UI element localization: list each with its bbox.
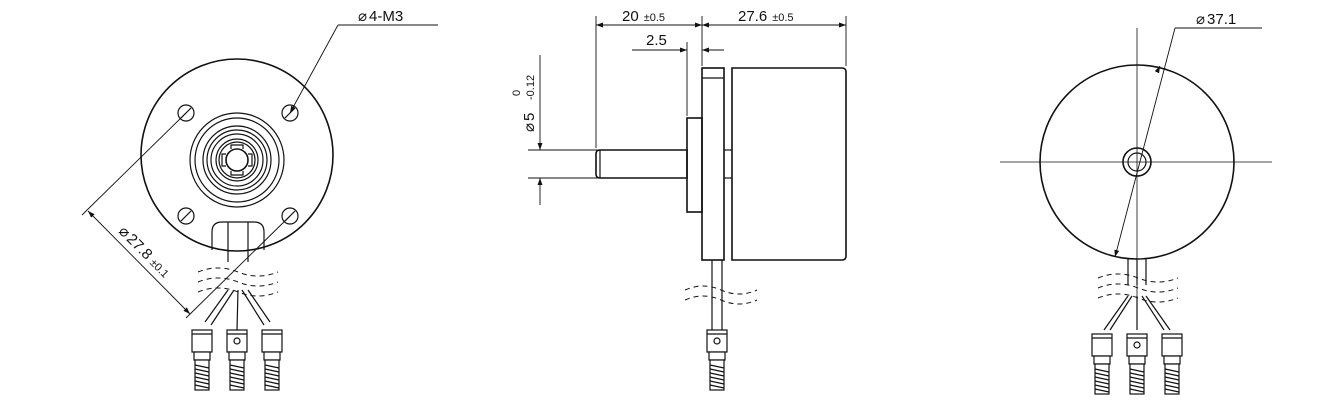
svg-text:⌀37.1: ⌀37.1 [1196,11,1236,28]
shaft-length-tolerance: ±0.5 [644,12,665,24]
svg-text:⌀27.8±0.1: ⌀27.8±0.1 [115,223,173,281]
connector [707,330,727,390]
side-view: 20±0.5 27.6±0.5 2.5 ⌀5 0 -0.12 [511,8,847,390]
diameter-symbol: ⌀ [521,123,538,132]
screw-hole [177,207,195,225]
connector [1127,334,1147,394]
front-diameter-tolerance: ±0.1 [147,257,171,281]
side-cable [684,260,758,390]
rear-diameter-value: 37.1 [1207,11,1236,28]
hole-spec-label: 4-M3 [369,8,403,25]
body-length-dimension: 27.6 ±0.5 [702,8,846,28]
connector [1091,333,1113,395]
shaft [595,149,688,179]
front-flange [140,58,334,252]
front-mounting-screws [177,104,299,225]
connector [227,330,247,390]
hole-callout: ⌀4-M3 [289,8,438,114]
rear-diameter-dimension: ⌀37.1 [1114,11,1262,258]
shaft-length-dimension: 20 ±0.5 [596,8,702,28]
shaft-diameter-tol-upper: 0 [511,90,523,96]
bushing [686,117,703,213]
shaft-diameter-dimension: ⌀5 0 -0.12 [511,55,598,205]
motor-body [731,67,847,261]
svg-text:20±0.5: 20 ±0.5 [622,8,665,25]
shaft-diameter-value: 5 [521,113,538,121]
front-view: ⌀4-M3 ⌀27.8±0.1 [81,8,438,391]
rear-view: ⌀37.1 [1000,11,1272,395]
shaft-length-value: 20 [622,8,639,25]
front-hub [189,112,285,208]
svg-text:27.6±0.5: 27.6 ±0.5 [738,8,794,25]
shaft-diameter-tol-lower: -0.12 [525,75,537,100]
body-length-tolerance: ±0.5 [772,12,793,24]
flange-offset-dimension: 2.5 [632,32,724,53]
front-cable-exit [191,221,283,391]
diameter-symbol: ⌀ [1196,11,1205,28]
flange [701,67,732,261]
body-length-value: 27.6 [738,8,767,25]
flange-offset-value: 2.5 [646,32,667,49]
svg-text:⌀5: ⌀5 [521,113,538,132]
rear-centerlines [1000,28,1272,300]
svg-text:⌀4-M3: ⌀4-M3 [358,8,403,25]
connector [261,329,283,391]
connector [1161,333,1183,395]
rear-cable [1091,259,1183,395]
front-diameter-value: 27.8 [123,231,156,264]
connector [191,329,213,391]
diameter-symbol: ⌀ [358,8,367,25]
